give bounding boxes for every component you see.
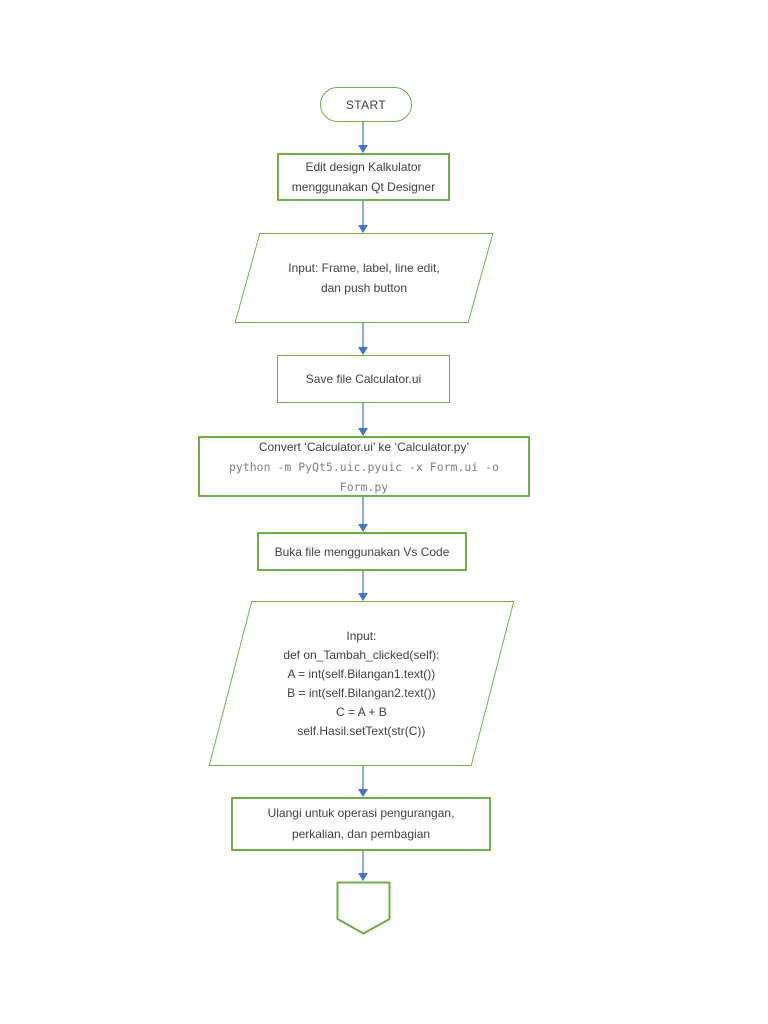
flow-arrow-1 <box>357 122 369 153</box>
start-label: START <box>345 97 387 112</box>
flow-arrow-3 <box>357 323 369 355</box>
arrow-stem <box>362 497 364 524</box>
arrow-head-icon <box>358 593 368 601</box>
node-text-line: Save file Calculator.ui <box>305 372 422 386</box>
arrow-stem <box>362 122 364 145</box>
arrow-head-icon <box>358 347 368 355</box>
arrow-head-icon <box>358 524 368 532</box>
flow-arrow-7 <box>357 766 369 797</box>
node-text-line: B = int(self.Bilangan2.text()) <box>287 685 436 700</box>
node-text-line: Edit design Kalkulator <box>305 160 422 174</box>
arrow-stem <box>362 766 364 789</box>
flow-arrow-8 <box>357 851 369 881</box>
arrow-head-icon <box>358 428 368 436</box>
node-text-line: Buka file menggunakan Vs Code <box>274 544 450 559</box>
node-input-code-parallelogram: Input: def on_Tambah_clicked(self): A = … <box>208 601 515 766</box>
parallelogram-content: Input: def on_Tambah_clicked(self): A = … <box>231 627 492 741</box>
node-open-vscode-process: Buka file menggunakan Vs Code <box>257 532 467 571</box>
node-text-line: dan push button <box>320 281 408 295</box>
node-text-line: self.Hasil.setText(str(C)) <box>297 723 426 738</box>
flow-arrow-4 <box>357 403 369 436</box>
flow-arrow-6 <box>357 571 369 601</box>
flow-arrow-5 <box>357 497 369 532</box>
node-end-offpage-connector <box>336 881 391 935</box>
convert-title: Convert ‘Calculator.ui’ ke ‘Calculator.p… <box>258 439 470 454</box>
arrow-stem <box>362 201 364 225</box>
convert-command: python -m PyQt5.uic.pyuic -x Form.ui -o … <box>228 459 500 494</box>
node-text-line: C = A + B <box>336 704 387 719</box>
node-text-line: Input: <box>346 628 377 643</box>
end-connector-shape <box>336 881 391 935</box>
arrow-stem <box>362 403 364 428</box>
node-text-line: menggunakan Qt Designer <box>291 180 436 194</box>
arrow-head-icon <box>358 789 368 797</box>
arrow-head-icon <box>358 145 368 153</box>
node-input-widgets-parallelogram: Input: Frame, label, line edit, dan push… <box>234 233 494 323</box>
node-repeat-process: Ulangi untuk operasi pengurangan, perkal… <box>231 797 491 851</box>
arrow-stem <box>362 851 364 873</box>
arrow-stem <box>362 571 364 593</box>
node-text-line: Input: Frame, label, line edit, <box>288 261 440 275</box>
arrow-head-icon <box>358 873 368 881</box>
arrow-head-icon <box>358 225 368 233</box>
node-text-line: Ulangi untuk operasi pengurangan, <box>267 806 455 820</box>
node-convert-process: Convert ‘Calculator.ui’ ke ‘Calculator.p… <box>198 436 530 497</box>
node-start-terminator: START <box>320 87 412 122</box>
arrow-stem <box>362 323 364 347</box>
parallelogram-content: Input: Frame, label, line edit, dan push… <box>248 258 480 298</box>
node-text-line: perkalian, dan pembagian <box>291 827 431 841</box>
node-text-line: def on_Tambah_clicked(self): <box>283 647 440 662</box>
node-text-line: A = int(self.Bilangan1.text()) <box>287 666 436 681</box>
flow-arrow-2 <box>357 201 369 233</box>
node-save-file-process: Save file Calculator.ui <box>277 355 450 403</box>
node-edit-design-process: Edit design Kalkulator menggunakan Qt De… <box>277 153 450 201</box>
